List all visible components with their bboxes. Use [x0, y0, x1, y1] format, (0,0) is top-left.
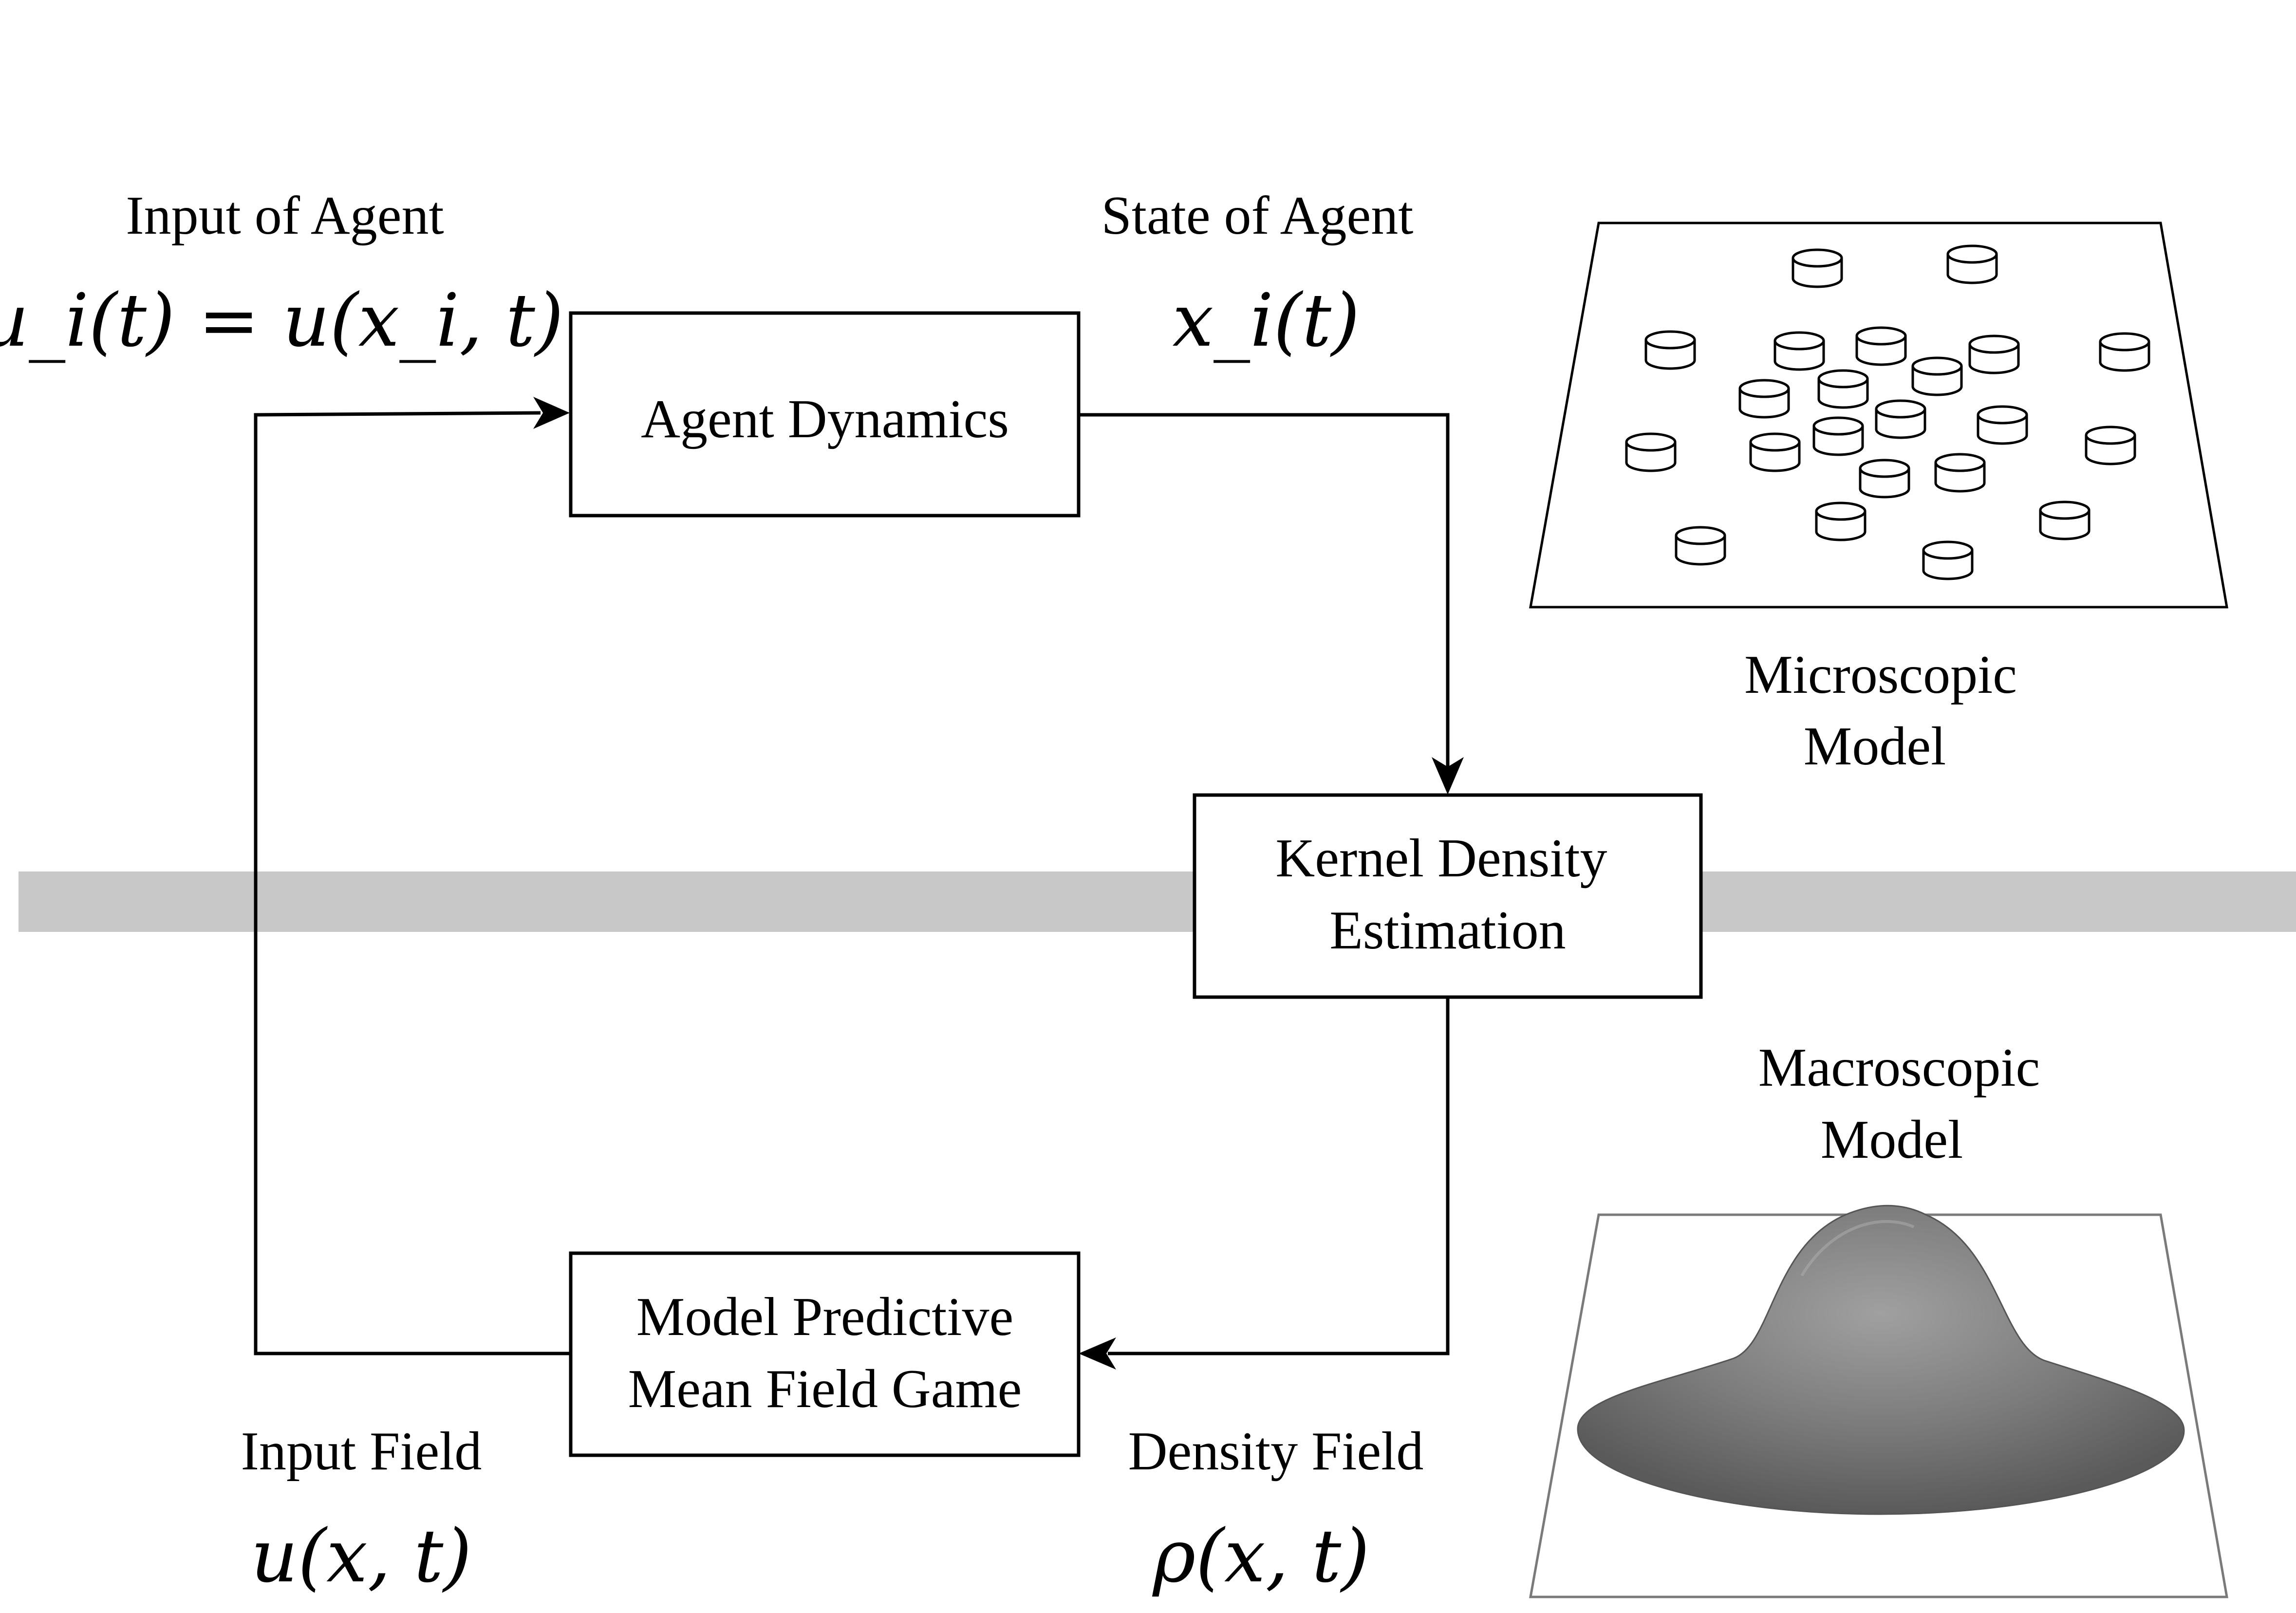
mpc-mfg-label-line2: Mean Field Game — [628, 1359, 1022, 1419]
agent-dynamics-label: Agent Dynamics — [641, 389, 1009, 449]
agent-disk — [1911, 356, 1963, 396]
agent-disk — [2099, 332, 2150, 372]
agent-disk — [1773, 331, 1825, 371]
agent-disk — [1875, 399, 1926, 439]
microscopic-label-line2: Model — [1804, 716, 1946, 777]
input-of-agent-title: Input of Agent — [126, 185, 444, 246]
agent-disk — [2039, 501, 2091, 540]
density-field-formula: ρ(x, t) — [1152, 1514, 1369, 1599]
input-feedback-wire — [254, 411, 570, 1355]
agent-disk — [1738, 379, 1790, 419]
density-field-title: Density Field — [1128, 1421, 1424, 1482]
mpc-mfg-label-line1: Model Predictive — [636, 1287, 1013, 1347]
density-wire — [1108, 997, 1450, 1355]
scale-separator-band — [19, 871, 2296, 932]
microscopic-label-line1: Microscopic — [1744, 645, 2017, 705]
macroscopic-label-line2: Model — [1821, 1110, 1963, 1170]
agent-disk — [1792, 248, 1843, 288]
input-of-agent-annotation: Input of Agent u_i(t) = u(x_i, t) — [0, 185, 563, 363]
macroscopic-label-line1: Macroscopic — [1758, 1038, 2040, 1098]
agent-disk — [1977, 405, 2028, 445]
agent-disk — [1946, 244, 1998, 284]
input-field-title: Input Field — [241, 1421, 482, 1482]
agent-dynamics-box: Agent Dynamics — [569, 311, 1081, 518]
agent-disk — [1934, 453, 1986, 493]
arrowhead-into-agent-dynamics — [533, 397, 570, 429]
agent-disk — [1968, 334, 2020, 374]
density-surface-highlight — [1800, 1220, 1915, 1277]
macroscopic-model-illustration — [1529, 1205, 2228, 1598]
agent-disk — [1815, 501, 1867, 541]
agent-disk — [1749, 432, 1801, 472]
kernel-density-box: Kernel Density Estimation — [1193, 793, 1703, 999]
microscopic-model-illustration — [1529, 222, 2228, 609]
state-wire — [1079, 413, 1450, 769]
agent-disk — [1859, 459, 1910, 499]
input-field-annotation: Input Field u(x, t) — [241, 1421, 482, 1599]
arrowhead-into-mpc — [1079, 1337, 1116, 1370]
state-of-agent-formula: x_i(t) — [1173, 278, 1360, 363]
agent-disk — [1625, 432, 1677, 472]
agent-disk — [1675, 526, 1726, 566]
input-field-formula: u(x, t) — [251, 1514, 472, 1599]
density-field-annotation: Density Field ρ(x, t) — [1128, 1421, 1424, 1599]
agent-disk — [2085, 426, 2136, 465]
agent-disks — [1625, 244, 2150, 580]
kernel-density-label-line2: Estimation — [1329, 900, 1566, 961]
agent-disk — [1644, 330, 1696, 370]
arrowhead-into-kernel-density — [1432, 757, 1464, 795]
kernel-density-label-line1: Kernel Density — [1275, 828, 1607, 889]
state-of-agent-title: State of Agent — [1101, 185, 1414, 246]
state-of-agent-annotation: State of Agent x_i(t) — [1101, 185, 1414, 363]
mpc-mfg-box: Model Predictive Mean Field Game — [569, 1251, 1081, 1457]
agent-disk — [1855, 326, 1907, 366]
agent-disk — [1817, 369, 1869, 409]
input-of-agent-formula: u_i(t) = u(x_i, t) — [0, 278, 563, 363]
agent-disk — [1812, 416, 1864, 456]
density-surface — [1577, 1205, 2185, 1515]
agent-disk — [1922, 540, 1974, 580]
